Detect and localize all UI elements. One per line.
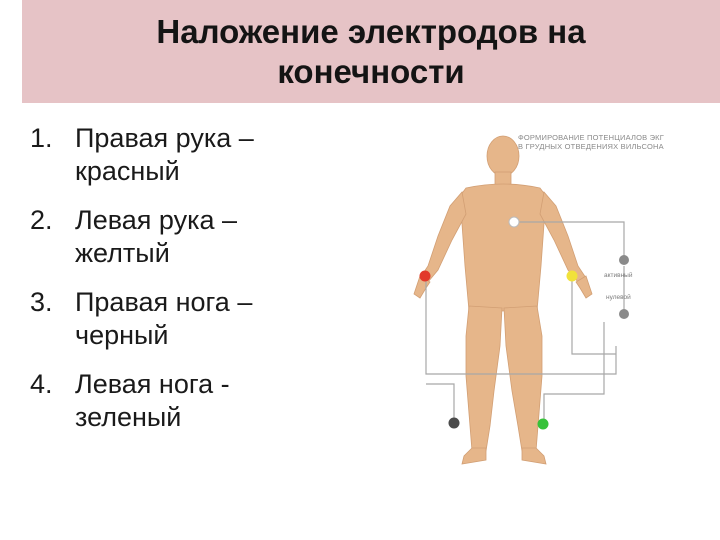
list-item: 3. Правая нога – черный [30, 286, 330, 352]
chest-electrode [508, 216, 520, 228]
list-item-line2: зеленый [75, 402, 182, 432]
left-leg-electrode [537, 418, 549, 430]
right-leg-electrode [448, 417, 460, 429]
list-item-line2: желтый [75, 238, 170, 268]
list-item: 4. Левая нога - зеленый [30, 368, 330, 434]
electrode-list: 1. Правая рука – красный 2. Левая рука –… [30, 122, 330, 450]
right-arm-electrode [419, 270, 431, 282]
human-body-figure [413, 135, 593, 465]
neutral-label: нулевой [606, 294, 631, 301]
list-item-line1: Левая нога - [75, 369, 230, 399]
list-item-number: 4. [30, 369, 53, 399]
neutral-terminal [619, 309, 629, 319]
body-electrode-diagram [413, 135, 629, 465]
list-item-line2: красный [75, 156, 180, 186]
list-item-line1: Правая рука – [75, 123, 254, 153]
slide-title: Наложение электродов на конечности [156, 12, 586, 90]
list-item-number: 2. [30, 205, 53, 235]
electrode-wires [425, 221, 625, 424]
slide-title-bar: Наложение электродов на конечности [22, 0, 720, 103]
list-item-line2: черный [75, 320, 169, 350]
list-item-number: 1. [30, 123, 53, 153]
list-item-line1: Левая рука – [75, 205, 238, 235]
active-label: активный [604, 272, 633, 279]
list-item: 2. Левая рука – желтый [30, 204, 330, 270]
active-terminal [619, 255, 629, 265]
list-item-number: 3. [30, 287, 53, 317]
list-item-line1: Правая нога – [75, 287, 253, 317]
list-item: 1. Правая рука – красный [30, 122, 330, 188]
diagram-caption: формирование потенциалов экг в грудных о… [518, 133, 665, 151]
left-arm-electrode [566, 270, 578, 282]
